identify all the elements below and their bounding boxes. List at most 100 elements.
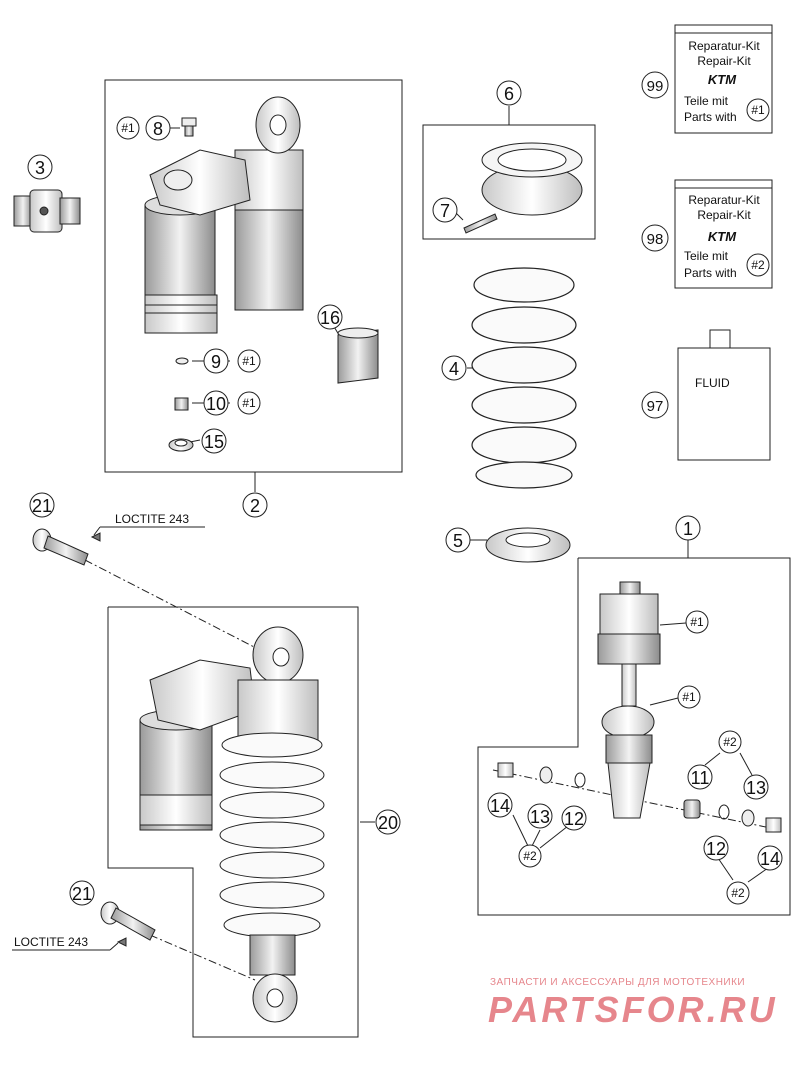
callout-21-top: 21	[29, 492, 55, 518]
svg-text:13: 13	[746, 778, 766, 798]
frame-complete-shock	[107, 606, 359, 1038]
callout-6: 6	[496, 80, 522, 106]
svg-text:Teile mit: Teile mit	[684, 94, 729, 108]
watermark-brand: PARTSFOR.RU	[488, 989, 778, 1030]
frame-shock-body	[104, 79, 403, 473]
callout-99: 99	[641, 71, 669, 99]
svg-text:Parts with: Parts with	[684, 266, 737, 280]
svg-text:#2: #2	[751, 258, 765, 272]
part-12-oring	[574, 772, 586, 788]
part-8-valve	[181, 117, 197, 137]
svg-text:10: 10	[206, 394, 226, 414]
callout-97: 97	[641, 391, 669, 419]
kit-tag-2-left: #2	[518, 844, 542, 868]
axis-bolt-top	[84, 559, 261, 651]
part-12-oring-right	[718, 804, 730, 820]
svg-text:12: 12	[564, 809, 584, 829]
callout-8: 8	[145, 115, 171, 141]
svg-text:6: 6	[504, 84, 514, 104]
part-3-adjuster	[13, 189, 81, 233]
svg-text:99: 99	[647, 78, 664, 95]
callout-7: 7	[432, 197, 458, 223]
svg-text:#1: #1	[682, 690, 696, 704]
kit-tag-1-part-10: #1	[237, 391, 261, 415]
svg-text:97: 97	[647, 398, 664, 415]
kit-tag-1-damper-top: #1	[685, 610, 709, 634]
svg-text:#2: #2	[723, 735, 737, 749]
svg-text:16: 16	[320, 308, 340, 328]
callout-4: 4	[441, 355, 467, 381]
callout-16: 16	[317, 304, 343, 330]
callout-1: 1	[675, 515, 701, 541]
kit-tag-1-part-8: #1	[116, 116, 140, 140]
svg-text:3: 3	[35, 158, 45, 178]
frame-damper-unit	[477, 557, 791, 916]
callout-14-left: 14	[487, 792, 513, 818]
callout-98: 98	[641, 224, 669, 252]
kit-tag-1-part-9: #1	[237, 349, 261, 373]
ktm-logo: KTM	[708, 72, 737, 87]
svg-text:Teile mit: Teile mit	[684, 249, 729, 263]
kit-tag-1-damper-mid: #1	[677, 685, 701, 709]
part-2-shock-body	[144, 96, 304, 334]
svg-text:15: 15	[204, 432, 224, 452]
callout-10: 10	[203, 390, 229, 416]
svg-text:98: 98	[647, 231, 664, 248]
svg-text:13: 13	[530, 807, 550, 827]
callout-2: 2	[242, 492, 268, 518]
callout-15: 15	[201, 428, 227, 454]
kit99-text: Reparatur-Kit Repair-Kit KTM Teile mit P…	[684, 39, 770, 124]
svg-text:#1: #1	[242, 396, 256, 410]
part-14-bushing	[497, 762, 514, 778]
ktm-logo: KTM	[708, 229, 737, 244]
svg-text:2: 2	[250, 496, 260, 516]
callout-9: 9	[203, 348, 229, 374]
part-13-ring	[539, 766, 553, 784]
fluid-label: FLUID	[695, 376, 730, 390]
callout-12-left: 12	[561, 805, 587, 831]
part-5-spring-retainer	[485, 527, 571, 563]
fluid-bottle	[677, 329, 771, 461]
part-20-complete-shock	[139, 626, 325, 1023]
svg-text:#1: #1	[121, 121, 135, 135]
svg-text:Repair-Kit: Repair-Kit	[697, 208, 751, 222]
kit98-text: Reparatur-Kit Repair-Kit KTM Teile mit P…	[684, 193, 770, 280]
callout-21-bottom: 21	[69, 880, 95, 906]
axis-bolt-bottom	[149, 934, 256, 981]
svg-text:4: 4	[449, 359, 459, 379]
part-16-half-ring	[337, 327, 379, 384]
svg-text:12: 12	[706, 839, 726, 859]
svg-text:14: 14	[490, 796, 510, 816]
part-14-bushing-right	[765, 817, 782, 833]
part-21-bolt-top	[32, 528, 101, 566]
svg-text:Reparatur-Kit: Reparatur-Kit	[688, 39, 760, 53]
svg-text:#1: #1	[242, 354, 256, 368]
part-21-bolt-bottom	[100, 901, 156, 947]
callout-3: 3	[27, 154, 53, 180]
part-6-preload-ring	[481, 142, 583, 216]
part-10-nut	[174, 397, 189, 411]
kit-tag-2-right: #2	[726, 881, 750, 905]
svg-text:#2: #2	[731, 886, 745, 900]
svg-text:Reparatur-Kit: Reparatur-Kit	[688, 193, 760, 207]
loctite-label-top: LOCTITE 243	[115, 512, 189, 526]
svg-text:5: 5	[453, 531, 463, 551]
callout-14-right: 14	[757, 845, 783, 871]
svg-text:Parts with: Parts with	[684, 110, 737, 124]
part-9-washer	[175, 357, 189, 365]
part-4-spring	[471, 267, 577, 489]
svg-text:14: 14	[760, 849, 780, 869]
loctite-label-bottom: LOCTITE 243	[14, 935, 88, 949]
svg-text:11: 11	[691, 768, 710, 788]
callout-11: 11	[687, 764, 713, 790]
callout-13-left: 13	[527, 803, 553, 829]
kit-tag-2-upper: #2	[718, 730, 742, 754]
svg-text:8: 8	[153, 119, 163, 139]
svg-text:20: 20	[378, 813, 398, 833]
callout-20: 20	[375, 809, 401, 835]
svg-text:#2: #2	[523, 849, 537, 863]
svg-text:1: 1	[683, 519, 693, 539]
callout-13-right: 13	[743, 774, 769, 800]
part-11-bearing	[683, 799, 701, 819]
